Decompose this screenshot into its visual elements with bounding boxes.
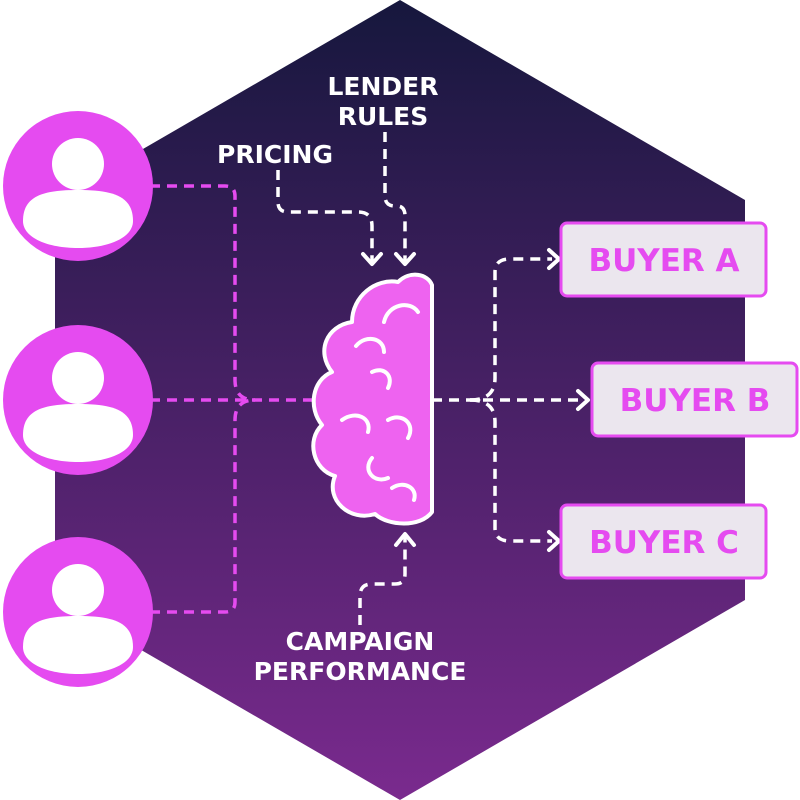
buyer-c-label: BUYER C [589, 525, 739, 561]
brain-icon [311, 272, 434, 526]
pricing-label: PRICING [217, 140, 333, 169]
user-avatar-3 [3, 537, 153, 687]
buyer-a-label: BUYER A [588, 243, 739, 279]
buyer-b-box: BUYER B [590, 361, 799, 438]
input-labels: PRICING LENDER RULES CAMPAIGN PERFORMANC… [217, 72, 466, 686]
output-arrows [432, 248, 590, 552]
campaign-performance-label-line2: PERFORMANCE [254, 657, 467, 686]
user-icon [23, 352, 133, 462]
user-avatar-2 [3, 325, 153, 475]
user-icon [23, 138, 133, 248]
user-icon [23, 564, 133, 674]
buyer-c-box: BUYER C [559, 503, 768, 580]
lender-rules-label-line2: RULES [338, 102, 429, 131]
user-avatar-1 [3, 111, 153, 261]
campaign-performance-label-line1: CAMPAIGN [286, 627, 435, 656]
buyer-b-label: BUYER B [620, 383, 771, 419]
lender-rules-label-line1: LENDER [327, 72, 438, 101]
buyer-a-box: BUYER A [559, 221, 768, 298]
user-connectors [150, 184, 315, 614]
input-arrows [276, 132, 416, 625]
